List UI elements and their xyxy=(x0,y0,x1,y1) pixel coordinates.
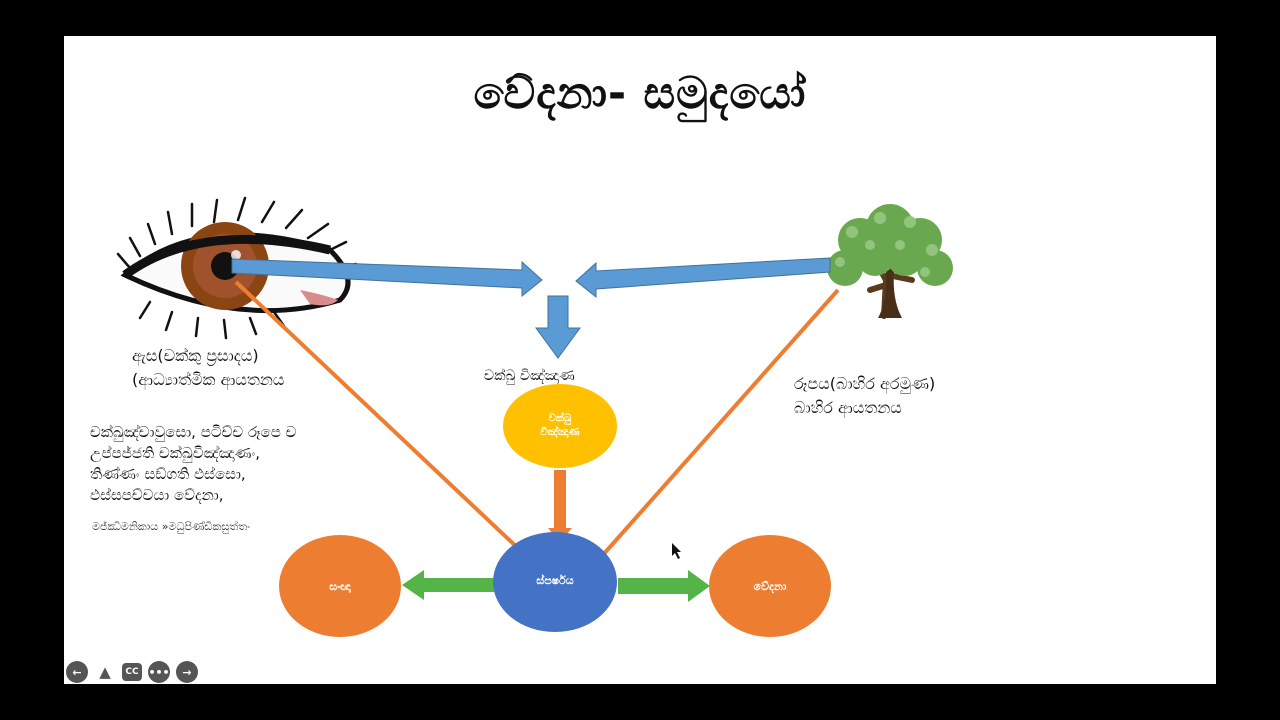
sanna-node-label: සංඥා xyxy=(329,580,351,593)
green-arrow-left xyxy=(402,570,494,600)
more-icon[interactable]: ••• xyxy=(148,661,170,683)
page-title: වේදනා- සමුදයෝ xyxy=(473,68,807,119)
vinnana-node xyxy=(503,384,617,468)
mouse-cursor-icon xyxy=(672,543,681,559)
sanna-node xyxy=(279,535,401,637)
orange-line-eye xyxy=(234,280,524,554)
quote-line: තිණ්ණං සඞ්ගති ඵස්සො, xyxy=(90,465,246,483)
slide-canvas xyxy=(64,36,1216,684)
pointer-icon[interactable]: ▲ xyxy=(99,663,111,681)
eye-label-line2: (ආධ්‍යාත්මික ආයතනය xyxy=(132,370,285,389)
sutta-source: මජ්ඣිමනිකාය »මධුපිණ්ඩිකසුත්තං xyxy=(92,520,250,533)
phassa-node-label: ස්පර්ෂය xyxy=(536,574,574,587)
blue-arrow-tree xyxy=(575,257,831,299)
arrow-left-icon[interactable]: ← xyxy=(66,661,88,683)
eye-label-line1: ඇස(චක්කු ප්‍රසාදය) xyxy=(132,346,259,365)
rupa-label-line2: බාහිර ආයතනය xyxy=(794,398,902,417)
presentation-controls: ← ▲ CC ••• → xyxy=(66,661,198,683)
green-arrow-right xyxy=(618,570,710,602)
quote-line: ඵස්සපච්චයා වේදනා, xyxy=(90,486,224,504)
sutta-quote: චක්ඛුඤ්චාවුසො, පටිච්ච රූපෙ ච උප්පජ්ජති ච… xyxy=(90,422,296,506)
arrow-right-icon[interactable]: → xyxy=(176,661,198,683)
eye-label: ඇස(චක්කු ප්‍රසාදය) (ආධ්‍යාත්මික ආයතනය xyxy=(132,344,284,392)
quote-line: උප්පජ්ජති චක්ඛුවිඤ්ඤාණං, xyxy=(90,444,261,462)
tree-illustration xyxy=(827,204,953,319)
rupa-label-line1: රූපය(බාහිර අරමුණ) xyxy=(794,374,936,393)
blue-arrow-down xyxy=(535,295,581,359)
rupa-label: රූපය(බාහිර අරමුණ) බාහිර ආයතනය xyxy=(794,372,935,420)
vedana-node xyxy=(709,535,831,637)
vinnana-label: චක්ඛු විඤ්ඤාණ xyxy=(484,368,575,384)
captions-icon[interactable]: CC xyxy=(122,663,142,681)
orange-line-tree xyxy=(600,288,840,558)
quote-line: චක්ඛුඤ්චාවුසො, පටිච්ච රූපෙ ච xyxy=(90,423,297,441)
orange-arrow-down xyxy=(548,470,572,542)
blue-arrow-eye xyxy=(231,258,543,298)
vinnana-node-label: චක්ඛු විඤ්ඤාණ xyxy=(540,413,580,438)
vedana-node-label: වේදනා xyxy=(753,580,787,593)
phassa-node xyxy=(493,532,617,632)
